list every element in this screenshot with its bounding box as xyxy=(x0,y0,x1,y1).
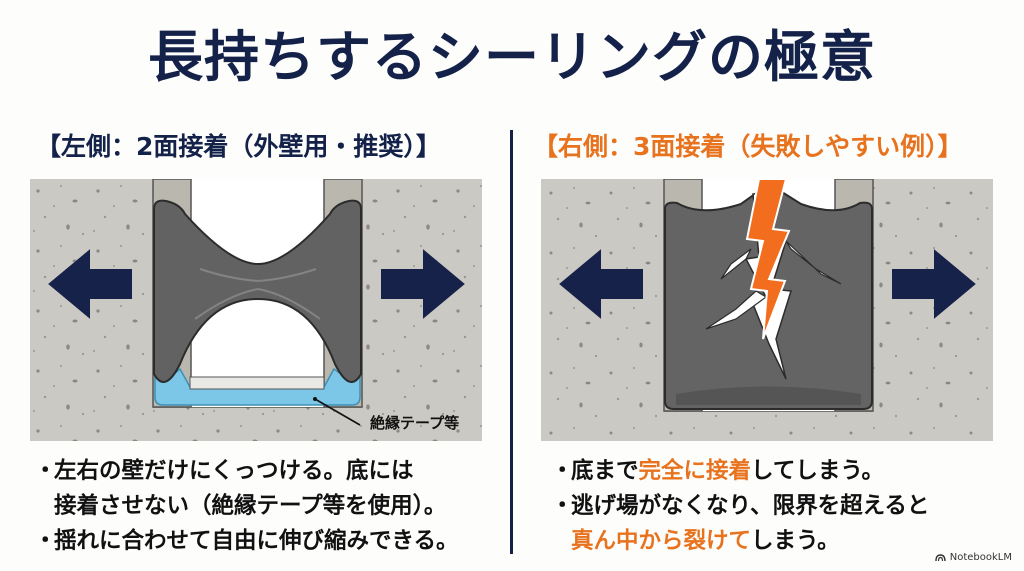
highlight-text: 真ん中から裂けて xyxy=(571,528,752,554)
left-bullet-1: ・ 左右の壁だけにくっつける。底には 接着させない（絶縁テープ等を使用）。 xyxy=(34,454,504,524)
three-sided-adhesion-diagram xyxy=(541,179,993,441)
page-title: 長持ちするシーリングの極意 xyxy=(147,25,876,89)
bullet-text: 逃げ場がなくなり、限界を超えると xyxy=(571,493,930,519)
left-heading: 【左側：2面接着（外壁用・推奨）】 xyxy=(36,132,441,161)
notebooklm-logo-icon xyxy=(935,554,946,562)
bullet-dot: ・ xyxy=(551,458,574,484)
right-bullet-2: ・ 逃げ場がなくなり、限界を超えると 真ん中から裂けてしまう。 xyxy=(551,489,1021,559)
bullet-dot: ・ xyxy=(551,493,574,519)
insulation-tape-label: 絶縁テープ等 xyxy=(370,414,460,432)
arrow-left-icon xyxy=(48,249,132,319)
left-bullet-2: ・ 揺れに合わせて自由に伸び縮みできる。 xyxy=(34,524,504,559)
right-heading: 【右側：3面接着（失敗しやすい例）】 xyxy=(533,132,963,161)
right-bullet-list: ・ 底まで完全に接着してしまう。 ・ 逃げ場がなくなり、限界を超えると 真ん中か… xyxy=(551,454,1021,559)
bullet-text: しまう。 xyxy=(751,528,840,554)
lightning-crack-icon xyxy=(745,179,791,340)
arrow-right-icon xyxy=(892,249,976,319)
bullet-text: 底まで xyxy=(571,458,639,484)
bullet-text: 左右の壁だけにくっつける。底には xyxy=(54,458,414,484)
bullet-dot: ・ xyxy=(34,528,57,554)
divider xyxy=(510,130,513,554)
arrow-right-icon xyxy=(381,249,465,319)
left-bullet-list: ・ 左右の壁だけにくっつける。底には 接着させない（絶縁テープ等を使用）。 ・ … xyxy=(34,454,504,559)
arrow-left-icon xyxy=(559,249,643,319)
two-sided-adhesion-diagram xyxy=(30,179,482,441)
bullet-dot: ・ xyxy=(34,458,57,484)
brand-text: NotebookLM xyxy=(949,552,1012,563)
bullet-text: 接着させない（絶縁テープ等を使用）。 xyxy=(54,493,447,519)
bullet-text: 揺れに合わせて自由に伸び縮みできる。 xyxy=(54,528,459,554)
highlight-text: 完全に接着 xyxy=(638,458,752,484)
right-bullet-1: ・ 底まで完全に接着してしまう。 xyxy=(551,454,1021,489)
bullet-text: してしまう。 xyxy=(751,458,885,484)
brand-watermark: NotebookLM xyxy=(935,552,1012,563)
